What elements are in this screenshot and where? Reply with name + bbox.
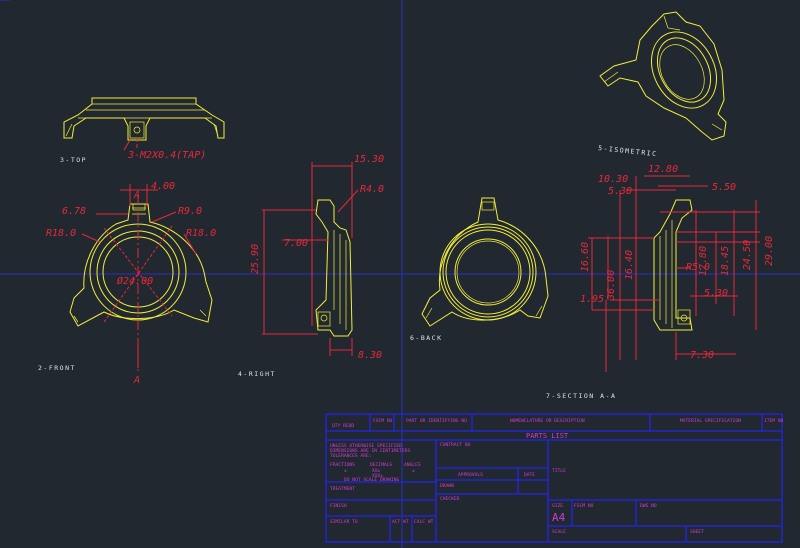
dim-section-d5: 16.60 [580,242,591,272]
tb-finish: FINISH [330,503,347,509]
dim-front-d6: Ø24.00 [117,275,153,287]
dim-right-d3: 7.00 [284,238,308,249]
tb-scale: SCALE [552,529,566,535]
tb-frac-val: ± [344,469,347,474]
dim-section-d8: 5.30 [704,288,728,299]
dim-section-d1: 12.80 [648,164,678,175]
dim-front-d4: R18.0 [46,228,76,239]
view-label-right: 4-RIGHT [238,370,276,378]
dim-front-d2: 6.78 [62,206,86,217]
dim-section-d4: 5.50 [712,182,736,193]
tb-size: SIZE [552,503,563,509]
tb-contract-no: CONTRACT NO [440,442,471,448]
dim-section-d10: 29.00 [764,236,775,266]
dim-right-d1: 15.30 [354,154,384,165]
top-view[interactable] [63,97,225,151]
tb-fscm-no: FSCM NO [574,503,594,509]
tb-material: MATERIAL SPECIFICATION [680,418,741,424]
right-view[interactable] [262,162,359,356]
dim-section-d3: 5.30 [608,186,632,197]
tb-sheet: SHEET [690,529,704,535]
tb-dec-1: XX± [372,468,381,474]
tb-item-no: ITEM NO [764,418,784,424]
dim-section-d15: 16.40 [624,250,635,280]
tb-date: DATE [524,472,535,478]
tb-unless-2: DIMENSIONS ARE IN CENTIMETERS [330,448,410,454]
dim-section-d7: R5.0 [686,262,710,273]
tb-fractions: FRACTIONS [330,462,355,468]
view-label-top: 3-TOP [60,156,87,164]
tb-drawn: DRAWN [440,483,454,489]
title-block[interactable] [325,413,783,543]
dim-section-d6: 1.95 [580,294,604,305]
tb-do-not-scale: DO NOT SCALE DRAWING [344,477,400,483]
dim-right-d4: 25.90 [250,244,261,274]
tb-title: TITLE [552,468,566,474]
view-label-back: 6-BACK [410,334,442,342]
tb-ang-val: ± [412,469,415,474]
dim-right-d2: R4.0 [360,184,384,195]
dim-section-d13: 17.80 [698,246,709,276]
section-view[interactable] [588,175,760,372]
dim-section-d12: 18.45 [720,246,731,276]
tb-fscm: FSCM NO [373,418,393,424]
dim-section-d2: 10.30 [598,174,628,185]
back-view[interactable] [421,197,549,327]
dim-section-d14: 36.00 [606,270,617,301]
tb-act-wt: ACT WT [392,519,409,525]
tb-similar-to: SIMILAR TO [330,519,358,525]
dim-front-d1: 4.00 [151,181,175,192]
tb-unless-3: TOLERANCES ARE: [330,453,372,459]
tb-qty-reqd: QTY REQD [332,423,354,429]
dim-front-d3: R9.0 [178,206,202,217]
section-marker-top: A [133,190,140,201]
isometric-view[interactable] [599,11,729,141]
dim-front-d5: R18.0 [186,228,216,239]
view-label-isometric: 5-ISOMETRIC [598,144,658,158]
tb-dwg-no: DWG NO [640,503,657,509]
tb-treatment: TREATMENT [330,486,355,492]
tb-nomenclature: NOMENCLATURE OR DESCRIPTION [510,418,585,424]
dim-right-d5: 8.30 [358,350,382,361]
view-label-section: 7-SECTION A-A [546,392,616,400]
tb-approvals: APPROVALS [458,472,483,478]
tb-size-value: A4 [552,511,566,524]
view-label-front: 2-FRONT [38,364,76,372]
dim-tap-callout: 3-M2X0.4(TAP) [127,150,206,161]
section-marker-bottom: A [133,375,140,386]
tb-parts-list: PARTS LIST [526,432,569,440]
tb-unless-1: UNLESS OTHERWISE SPECIFIED [330,443,402,449]
tb-checked: CHECKED [440,496,460,502]
tb-dec-2: XXX± [372,473,383,479]
tb-angles: ANGLES [404,462,421,468]
front-view[interactable] [69,184,213,372]
dim-section-d9: 7.30 [690,350,714,361]
tb-decimals: DECIMALS [370,462,392,468]
tb-calc-wt: CALC WT [414,519,434,525]
tb-part-no: PART OR IDENTIFYING NO [406,418,467,424]
dim-section-d11: 24.50 [742,240,753,270]
